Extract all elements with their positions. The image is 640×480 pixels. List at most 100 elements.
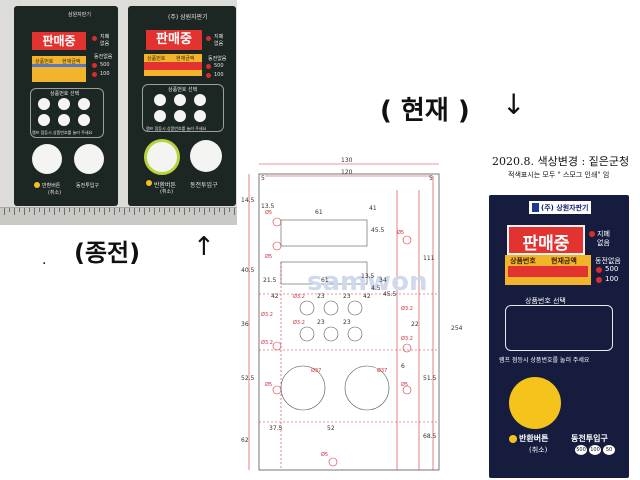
hole-label-7: Ø3.2 — [401, 305, 413, 312]
dim-mid-11: 23 — [317, 319, 325, 326]
drawing-hole-2 — [323, 300, 339, 316]
old-right-select-button-5[interactable] — [174, 110, 186, 122]
ruler-tick — [104, 208, 105, 215]
new-return-button[interactable] — [509, 377, 561, 429]
old-left-amber-window — [32, 56, 86, 82]
current-caption: ( 현재 ) — [380, 96, 470, 126]
drawing-large-hole-right — [344, 365, 390, 411]
old-left-select-button-2[interactable] — [58, 98, 70, 110]
ruler-tick — [199, 208, 200, 212]
ruler-tick — [4, 208, 5, 215]
old-right-lamp-label-3: 동전없음 — [208, 56, 227, 62]
old-right-select-button-1[interactable] — [154, 94, 166, 106]
ruler-tick — [149, 208, 150, 212]
ruler-tick — [139, 208, 140, 212]
ruler — [0, 207, 237, 225]
old-right-button-area — [142, 84, 224, 132]
drawing-hole-6 — [347, 326, 363, 342]
drawing-small-hole-5 — [272, 341, 282, 351]
old-right-select-button-3[interactable] — [194, 94, 206, 106]
old-right-select-button-4[interactable] — [154, 110, 166, 122]
ruler-tick — [159, 208, 160, 212]
drawing-small-hole-1 — [272, 217, 282, 227]
new-amber-left-label: 상품번호 — [510, 257, 536, 265]
ruler-tick — [119, 208, 120, 212]
logo-mark-icon — [532, 203, 539, 212]
old-panel-left: 삼원자판기 판매중 지폐 없음 동전없음 500 100 상품번호 현재금액 상… — [14, 6, 118, 206]
dim-left-3: 36 — [241, 321, 249, 328]
ruler-tick — [214, 208, 215, 215]
dim-top-7: 41 — [369, 205, 377, 212]
old-left-finger-icon — [34, 182, 40, 188]
old-right-return-button[interactable] — [144, 139, 180, 175]
new-coin-100-label: 100 — [605, 275, 619, 283]
old-right-lamp-3 — [206, 73, 211, 78]
old-right-amber-label-2: 현재금액 — [176, 56, 195, 62]
ruler-tick — [109, 208, 110, 212]
dim-right-1: 111 — [423, 255, 435, 262]
old-right-select-button-6[interactable] — [194, 110, 206, 122]
old-left-return-button[interactable] — [32, 144, 62, 174]
new-logo-bar: (주) 상원자판기 — [529, 201, 591, 214]
old-left-select-button-4[interactable] — [38, 114, 50, 126]
drawing-outline — [258, 173, 440, 471]
new-coin-500-label: 500 — [605, 265, 619, 273]
new-return-label: 반환버튼 — [519, 434, 549, 443]
hole-label-2: Ø5 — [265, 253, 272, 260]
ruler-tick — [229, 208, 230, 212]
hole-label-10: Ø37 — [377, 367, 387, 374]
ruler-tick — [64, 208, 65, 215]
drawing-hole-3 — [347, 300, 363, 316]
old-right-lamp-1 — [206, 36, 211, 41]
old-right-select-button-2[interactable] — [174, 94, 186, 106]
ruler-tick — [224, 208, 225, 215]
hole-label-1: Ø5 — [265, 209, 272, 216]
old-left-coin-label: 동전투입구 — [76, 183, 100, 189]
ruler-tick — [134, 208, 135, 215]
old-left-lamp-label-2: 없음 — [100, 41, 110, 47]
old-left-select-button-1[interactable] — [38, 98, 50, 110]
dim-left-1: 14.5 — [241, 197, 255, 204]
old-panel-right: (주) 삼원자판기 판매중 지폐 없음 동전없음 500 100 상품번호 현재… — [128, 6, 236, 206]
old-right-lamp-label-4: 500 — [214, 63, 224, 69]
old-right-hint: 램프 점등시 상품번호를 눌러 주세요 — [146, 126, 207, 131]
old-left-select-button-5[interactable] — [58, 114, 70, 126]
dim-top-6: 13.5 — [261, 203, 275, 210]
old-right-select-label: 상품번호 선택 — [168, 87, 198, 93]
old-left-lamp-2 — [92, 63, 97, 68]
ruler-tick — [54, 208, 55, 215]
ruler-tick — [9, 208, 10, 212]
old-right-coin-slot[interactable] — [190, 140, 222, 172]
old-left-select-button-6[interactable] — [78, 114, 90, 126]
old-left-select-label: 상품번호 선택 — [50, 91, 80, 97]
hole-label-3: Ø3.2 — [293, 293, 305, 300]
old-right-display: 판매중 — [146, 30, 202, 50]
ruler-tick — [179, 208, 180, 212]
old-right-lamp-label-2: 없음 — [214, 41, 224, 47]
old-left-amber-label-1: 상품번호 — [35, 59, 54, 65]
dim-mid-12: 23 — [343, 319, 351, 326]
drawing-small-hole-2 — [272, 241, 282, 251]
dim-left-4: 52.5 — [241, 375, 255, 382]
dim-mid-3: 13.5 — [361, 273, 375, 280]
drawing-hole-1 — [299, 300, 315, 316]
hole-label-13: Ø5 — [397, 229, 404, 236]
new-bill-label-2: 없음 — [597, 239, 610, 247]
ruler-tick — [219, 208, 220, 212]
old-left-select-button-3[interactable] — [78, 98, 90, 110]
dim-top-5: 61 — [315, 209, 323, 216]
old-right-finger-icon — [146, 180, 152, 186]
ruler-tick — [99, 208, 100, 212]
dim-top-2: 120 — [341, 169, 353, 176]
ruler-tick — [129, 208, 130, 212]
ruler-tick — [234, 208, 235, 215]
dim-mid-4: 34 — [379, 277, 387, 284]
dim-mid-2: 61 — [321, 277, 329, 284]
drawing-watermark: samwon — [307, 267, 428, 297]
previous-caption: (종전) — [74, 239, 141, 267]
dimension-drawing: samwon 130 120 5 5 61 13.5 41 45.5 21.5 … — [241, 157, 463, 471]
ruler-tick — [209, 208, 210, 212]
new-coin-badge-50: 50 — [603, 445, 615, 455]
ruler-tick — [144, 208, 145, 215]
old-left-coin-slot[interactable] — [74, 144, 104, 174]
